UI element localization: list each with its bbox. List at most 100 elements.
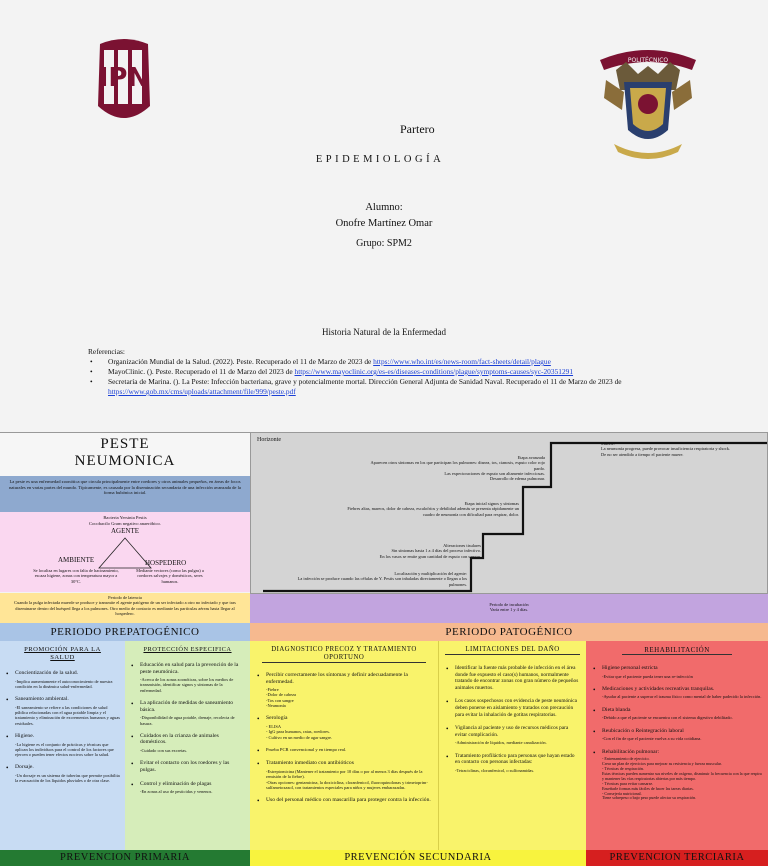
incubation-title: Periodo de incubación [489, 602, 529, 607]
list-item: Prueba PCR convencional y en tiempo real… [256, 746, 432, 755]
item-title: Prueba PCR convencional y en tiempo real… [266, 746, 347, 752]
environment-label: AMBIENTE [58, 556, 95, 564]
health-promotion-title: PROMOCIÓN PARA LA SALUD [24, 646, 101, 661]
list-item: Medicaciones y actividades recreativas t… [592, 686, 762, 700]
course-title: EPIDEMIOLOGÍA [315, 154, 445, 165]
item-detail: -Cuidado con sus excretas. [140, 748, 188, 754]
document-title: Historia Natural de la Enfermedad [322, 327, 446, 337]
tertiary-prevention-bar: PREVENCION TERCIARIA [586, 850, 768, 866]
environment-text: Se localiza en lugares con falta de haci… [33, 568, 119, 584]
specific-protection-title: PROTECCIÓN ESPECIFICA [143, 646, 232, 653]
primary-prevention-bar: PREVENCION PRIMARIA [0, 850, 250, 866]
item-detail: -Disponibilidad de agua potable, drenaje… [140, 715, 235, 726]
disease-title-box: PESTE NEUMONICA [0, 432, 250, 476]
disease-title-line2: NEUMONICA [74, 453, 176, 469]
item-detail: -Implica aumentamente el autoconocimient… [15, 678, 113, 689]
politecnico-seal: POLITÉCNICO [596, 40, 700, 164]
horizon-tissue-alterations: Alteraciones tisulares Sin síntomas hast… [379, 543, 481, 559]
list-item: Tratamiento inmediato con antibióticos -E… [256, 760, 432, 790]
reference-text: MayoClinic. (). Peste. Recuperado el 11 … [108, 367, 295, 376]
item-detail: -Debido a que el paciente se encuentra c… [602, 715, 733, 721]
list-item: Percibir correctamente los síntomas y de… [256, 672, 432, 708]
incubation-text: Varía entre 1 y 4 días. [489, 607, 529, 613]
item-title: Saneamiento ambiental. [15, 696, 69, 703]
secondary-prevention-bar: PREVENCIÓN SECUNDARIA [250, 850, 586, 866]
list-item: Rehabilitación pulmonar:- Entrenamiento … [592, 749, 762, 802]
horizon-staircase [263, 441, 767, 593]
latency-period: Periodo de latencia Cuando la pulga infe… [0, 593, 250, 623]
list-item: Saneamiento ambiental.-El saneamiento se… [5, 696, 120, 726]
item-title: Dieta blanda [602, 706, 631, 713]
damage-limitation-title: LIMITACIONES DEL DAÑO [445, 646, 580, 655]
item-title: La aplicación de medidas de saneamiento … [140, 700, 234, 713]
item-title: Tratamiento inmediato con antibióticos [266, 760, 354, 767]
epidemiological-triad: Bacteria Yersinia Pestis Cocobacilo Gram… [0, 512, 250, 592]
list-item: Control y eliminación de plagas -En zonas… [130, 781, 245, 795]
item-title: Serología [266, 715, 288, 722]
health-promotion-column: PROMOCIÓN PARA LA SALUD Concientización … [0, 641, 125, 850]
damage-limitation-column: LIMITACIONES DEL DAÑO Identificar la fue… [438, 641, 586, 850]
reference-item: Organización Mundial de la Salud. (2022)… [88, 357, 688, 367]
item-title: Rehabilitación pulmonar: [602, 748, 660, 755]
item-title: Higiene. [15, 732, 35, 739]
item-title: Cuidados en la crianza de animales domés… [140, 732, 219, 746]
subject-title: Partero [400, 122, 435, 136]
item-title: Higiene personal estricta [602, 665, 658, 671]
list-item: Tratamiento profiláctico para personas q… [445, 753, 580, 773]
early-diagnosis-title: DIAGNOSTICO PRECOZ Y TRATAMIENTO OPORTUN… [262, 646, 426, 663]
student-name: Onofre Martínez Omar [335, 218, 433, 229]
item-detail: -Administración de líquidos, mediante ca… [455, 740, 547, 746]
item-detail: -Un dorsaje es un sistema de tuberías qu… [15, 773, 120, 784]
triad-triangle [98, 537, 152, 569]
list-item: Evitar el contacto con los roedores y la… [130, 760, 245, 773]
item-title: Uso del personal médico con mascarilla p… [266, 797, 431, 804]
ipn-logo-text: IPN [99, 63, 150, 93]
bacteria-line1: Bacteria Yersinia Pestis [103, 515, 147, 520]
list-item: Cuidados en la crianza de animales domés… [130, 733, 245, 753]
group-label: Grupo: SPM2 [356, 238, 412, 249]
rehabilitation-title: REHABILITACIÓN [622, 646, 732, 655]
list-item: Dieta blanda -Debido a que el paciente se… [592, 707, 762, 721]
item-detail: -En zonas al uso de pesticidas y venenos… [140, 789, 213, 795]
item-title: Tratamiento profiláctico para personas q… [455, 752, 575, 766]
horizon-death: Muerte: La neumonía progresa, puede prov… [601, 441, 730, 457]
horizon-agent-location: Localización y multiplicación del agente… [297, 571, 467, 587]
reference-link[interactable]: https://www.gob.mx/cms/uploads/attachmen… [108, 387, 296, 396]
reference-link[interactable]: https://www.who.int/es/news-room/fact-sh… [373, 357, 551, 366]
bacteria-line2: Cocobacilo Gram negativo anaeróbico. [89, 521, 161, 526]
reference-text: Secretaría de Marina. (). La Peste: Infe… [108, 377, 622, 386]
host-label: HOSPEDERO [145, 559, 187, 567]
item-detail: -Ayudar al paciente a superar el trauma … [602, 694, 762, 700]
item-title: Educación en salud para la prevención de… [140, 662, 239, 675]
seal-text: POLITÉCNICO [628, 56, 669, 64]
horizon-initial-stage: Etapa inicial signos y síntomas Fiebres … [347, 501, 519, 517]
item-title: Reubicación o Reintegración laboral [602, 727, 684, 734]
item-title: Identificar la fuente más probable de in… [455, 665, 579, 691]
prepathogenic-period-title: PERIODO PREPATOGÉNICO [0, 623, 250, 641]
list-item: Uso del personal médico con mascarilla p… [256, 797, 432, 805]
item-detail: -Acerca de los zonas zoonóticas, sobre l… [140, 677, 234, 693]
item-title: Evitar el contacto con los roedores y la… [140, 760, 230, 773]
host-text: Mediante vectores (como las pulgas) a ro… [136, 568, 204, 584]
reference-link[interactable]: https://www.mayoclinic.org/es-es/disease… [294, 367, 574, 376]
specific-protection-column: PROTECCIÓN ESPECIFICA Educación en salud… [125, 641, 250, 850]
horizon-advanced-stage: Etapa avanzada Aparecen otros síntomas e… [370, 455, 546, 482]
references-label: Referencias: [88, 347, 125, 356]
rehabilitation-column: REHABILITACIÓN Higiene personal estricta… [586, 641, 768, 850]
reference-text: Organización Mundial de la Salud. (2022)… [108, 357, 374, 366]
list-item: Concientización de la salud.-Implica aum… [5, 670, 120, 689]
item-detail: - Entrenamiento de ejercicio. Crear un p… [602, 756, 762, 801]
disease-title-line1: PESTE [100, 436, 150, 452]
disease-description: La peste es una enfermedad zoonótica que… [0, 476, 250, 512]
item-detail: - ELISA - IgG para humanos, ratas, roedo… [266, 723, 333, 740]
list-item: Dorsaje. -Un dorsaje es un sistema de tub… [5, 764, 120, 783]
item-title: Control y eliminación de plagas [140, 780, 212, 787]
reference-item: Secretaría de Marina. (). La Peste: Infe… [88, 377, 688, 397]
item-title: Dorsaje. [15, 764, 34, 771]
item-detail: -Estreptomicina (Mantener el tratamiento… [266, 769, 428, 790]
item-title: Los casos sospechosos con evidencia de p… [455, 698, 577, 718]
item-detail: -Evitar que el paciente pueda tener una … [602, 673, 693, 679]
item-title: Percibir correctamente los síntomas y de… [266, 672, 408, 685]
item-detail: -Con el fin de que el paciente vuelva a … [602, 736, 702, 742]
item-title: Medicaciones y actividades recreativas t… [602, 685, 715, 692]
